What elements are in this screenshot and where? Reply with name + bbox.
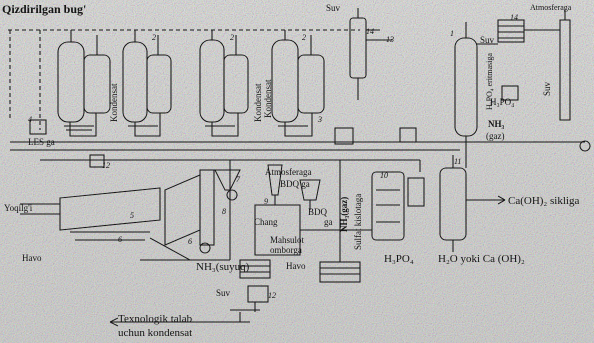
label-product-1: Mahsulot <box>270 236 304 245</box>
label-bdq-2-tail: ga <box>324 218 333 227</box>
evaporator-2 <box>123 30 171 136</box>
absorber-column <box>455 22 477 150</box>
label-bdq-2: BDQ <box>308 208 327 217</box>
process-pipe-1 <box>10 142 585 150</box>
label-atmosphere-mid: Atmosferaga <box>265 168 311 177</box>
label-h3po4-bottom: H₃PO₄ <box>384 254 414 265</box>
label-steam-in: Qizdirilgan bug' <box>2 3 86 15</box>
equipment-number: 6 <box>118 236 122 244</box>
label-condensate-2: Kondensat <box>254 84 263 123</box>
scrubber-11 <box>440 155 505 252</box>
equipment-number: 13 <box>386 36 394 44</box>
absorber-tower <box>372 172 424 240</box>
label-product-2: omborga <box>270 246 302 255</box>
label-condensate-1: Kondensat <box>110 84 119 123</box>
equipment-number: 14 <box>366 28 374 36</box>
label-tech-condensate-2: uchun kondensat <box>118 328 192 339</box>
equipment-number: 12 <box>102 162 110 170</box>
equipment-number: 5 <box>130 212 134 220</box>
equipment-number: 9 <box>264 198 268 206</box>
label-les: LES ga <box>28 138 55 147</box>
label-air-mid: Havo <box>286 262 306 271</box>
evaporator-3 <box>200 30 248 136</box>
equipment-number: 14 <box>510 14 518 22</box>
tank <box>400 128 416 142</box>
equipment-number: 2 <box>152 34 156 42</box>
equipment-number: 1 <box>450 30 454 38</box>
equipment-number: 2 <box>230 34 234 42</box>
label-water-or-lime: H₂O yoki Ca (OH)₂ <box>438 254 525 265</box>
condenser-column <box>350 8 392 100</box>
label-nh3-liquid: NH₃(suyuq) <box>196 262 249 273</box>
label-water-bottom: Suv <box>216 289 230 298</box>
equipment-number: 7 <box>236 176 240 184</box>
tank <box>30 120 46 134</box>
label-water-top: Suv <box>326 4 340 13</box>
label-gas-tag: (gaz) <box>486 132 504 141</box>
steam-line-return <box>10 30 40 130</box>
evaporator-4 <box>272 30 324 136</box>
label-water-right-2: Suv <box>543 82 552 96</box>
label-air-left: Havo <box>22 254 42 263</box>
evaporator-1 <box>58 30 110 136</box>
equipment-number: 12 <box>268 292 276 300</box>
equipment-number: 8 <box>222 208 226 216</box>
equipment-number: 11 <box>454 158 461 166</box>
label-h3po4-right: H₃PO₄ <box>490 98 514 107</box>
label-nh3-gas-vertical: NH₃(gaz) <box>340 197 349 232</box>
scrubber-exchanger <box>320 262 360 282</box>
label-water-right-1: Suv <box>480 36 494 45</box>
equipment-number: 10 <box>380 172 388 180</box>
label-tech-condensate-1: Texnologik talab <box>118 314 192 325</box>
label-dust: Chang <box>254 218 278 227</box>
equipment-number: 4 <box>28 116 32 124</box>
label-fuel: Yoqilg'i <box>4 204 32 213</box>
label-nh3-gas-right: NH₃ <box>488 120 504 129</box>
equipment-number: 6 <box>188 238 192 246</box>
label-ca-oh-recycle: Ca(OH)₂ sikliga <box>508 196 579 207</box>
rotary-dryer <box>20 188 160 240</box>
label-atmosphere-top: Atmosferaga <box>530 4 571 12</box>
label-condensate-3: Kondensat <box>264 80 273 119</box>
equipment-number: 2 <box>302 34 306 42</box>
stack <box>560 10 570 120</box>
label-sulfuric-acid: Sulfat kislotaga <box>354 194 363 250</box>
label-bdq-1: BDQ ga <box>280 180 310 189</box>
equipment-number: 3 <box>318 116 322 124</box>
